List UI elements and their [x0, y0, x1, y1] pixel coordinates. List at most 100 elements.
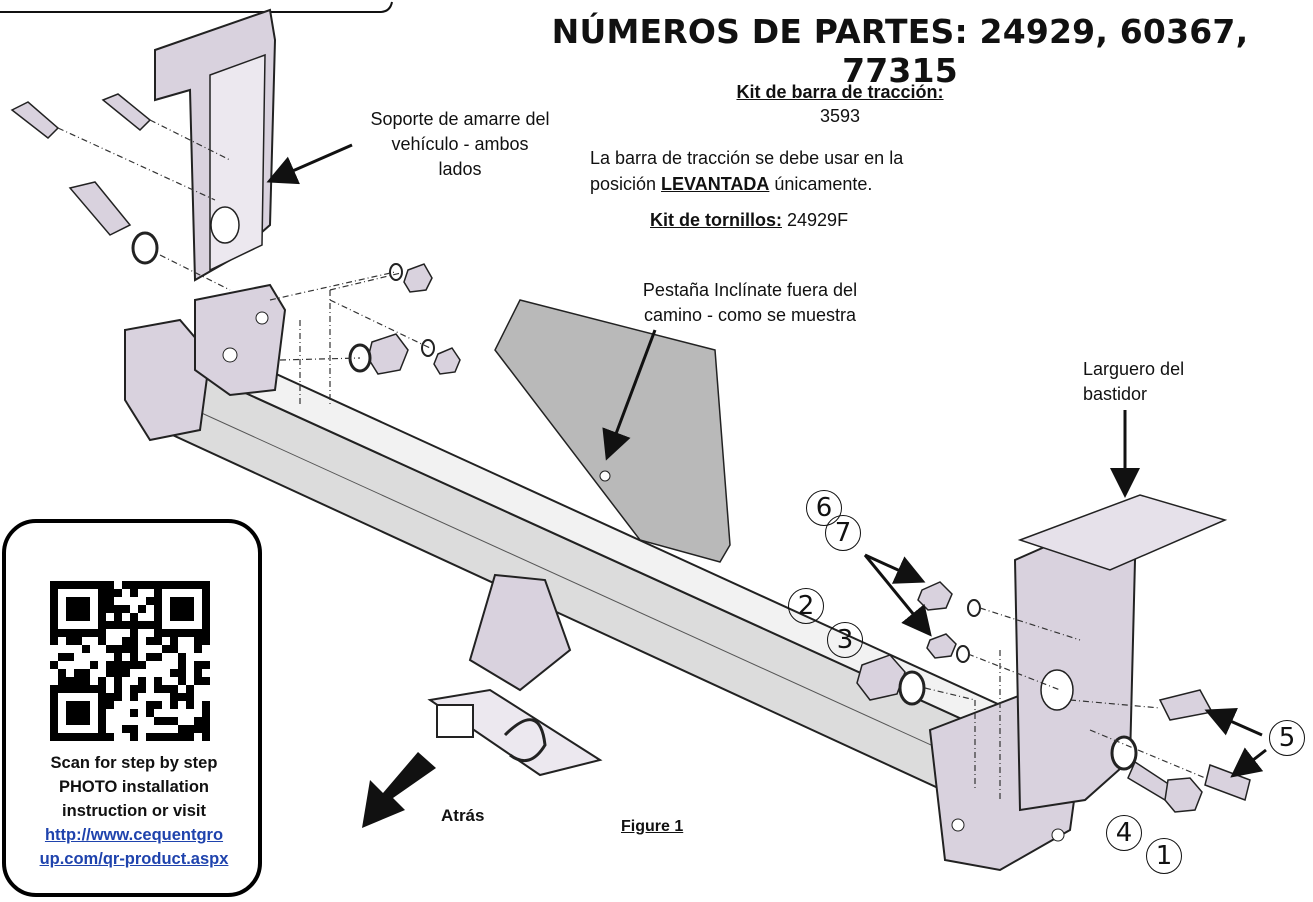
qr-module — [74, 733, 82, 741]
qr-module — [50, 717, 58, 725]
qr-module — [186, 669, 194, 677]
qr-module — [90, 645, 98, 653]
qr-module — [106, 701, 114, 709]
qr-module — [130, 621, 138, 629]
qr-module — [186, 709, 194, 717]
part-number-7: 7 — [825, 515, 861, 551]
qr-module — [170, 629, 178, 637]
qr-module — [106, 661, 114, 669]
qr-instructions: Scan for step by step PHOTO installation… — [12, 751, 256, 871]
qr-module — [98, 613, 106, 621]
qr-module — [106, 629, 114, 637]
qr-module — [154, 709, 162, 717]
qr-module — [50, 581, 58, 589]
washer-right — [1110, 735, 1138, 771]
qr-module — [130, 613, 138, 621]
tiedown-line-3: lados — [438, 159, 482, 179]
tab-hole — [599, 470, 611, 482]
qr-module — [138, 661, 146, 669]
qr-module — [82, 685, 90, 693]
qr-module — [74, 661, 82, 669]
qr-module — [178, 629, 186, 637]
qr-module — [178, 653, 186, 661]
qr-module — [106, 685, 114, 693]
qr-module — [162, 677, 170, 685]
qr-module — [154, 581, 162, 589]
qr-module — [82, 717, 90, 725]
qr-module — [162, 621, 170, 629]
part-number-3: 3 — [827, 622, 863, 658]
qr-module — [154, 661, 162, 669]
qr-module — [58, 597, 66, 605]
qr-module — [58, 677, 66, 685]
qr-module — [130, 669, 138, 677]
qr-module — [90, 597, 98, 605]
qr-link-line-2[interactable]: up.com/qr-product.aspx — [39, 850, 229, 868]
qr-module — [202, 645, 210, 653]
qr-module — [146, 685, 154, 693]
qr-code[interactable] — [50, 581, 210, 741]
qr-module — [178, 717, 186, 725]
qr-module — [50, 661, 58, 669]
qr-module — [186, 621, 194, 629]
qr-module — [122, 733, 130, 741]
left-end-plate — [124, 318, 212, 442]
carriage-bolt-large — [1127, 760, 1171, 802]
qr-module — [138, 669, 146, 677]
qr-module — [178, 605, 186, 613]
qr-module — [66, 685, 74, 693]
qr-module — [58, 621, 66, 629]
qr-module — [58, 725, 66, 733]
qr-module — [114, 645, 122, 653]
qr-module — [202, 581, 210, 589]
qr-module — [154, 677, 162, 685]
qr-module — [194, 685, 202, 693]
qr-module — [58, 613, 66, 621]
qr-module — [146, 693, 154, 701]
qr-module — [50, 645, 58, 653]
qr-module — [138, 701, 146, 709]
qr-module — [50, 725, 58, 733]
qr-module — [186, 589, 194, 597]
figure-caption: Figure 1 — [621, 818, 684, 835]
qr-module — [66, 581, 74, 589]
qr-module — [106, 597, 114, 605]
qr-module — [138, 605, 146, 613]
qr-module — [58, 661, 66, 669]
qr-module — [66, 669, 74, 677]
qr-module — [98, 677, 106, 685]
qr-module — [138, 685, 146, 693]
qr-module — [82, 725, 90, 733]
qr-module — [146, 621, 154, 629]
qr-module — [74, 669, 82, 677]
qr-module — [106, 677, 114, 685]
qr-module — [74, 685, 82, 693]
qr-module — [98, 605, 106, 613]
qr-module — [58, 637, 66, 645]
qr-module — [202, 709, 210, 717]
qr-module — [66, 653, 74, 661]
qr-module — [186, 661, 194, 669]
qr-module — [170, 701, 178, 709]
qr-module — [170, 653, 178, 661]
qr-module — [194, 717, 202, 725]
qr-module — [202, 725, 210, 733]
qr-link-line-1[interactable]: http://www.cequentgro — [44, 826, 224, 844]
qr-module — [130, 597, 138, 605]
qr-module — [130, 677, 138, 685]
qr-module — [146, 669, 154, 677]
qr-module — [90, 621, 98, 629]
qr-module — [162, 629, 170, 637]
qr-module — [114, 725, 122, 733]
qr-module — [154, 653, 162, 661]
receiver-opening — [436, 704, 474, 738]
qr-module — [154, 725, 162, 733]
qr-module — [90, 693, 98, 701]
qr-module — [90, 637, 98, 645]
qr-module — [130, 581, 138, 589]
qr-module — [106, 725, 114, 733]
qr-module — [194, 605, 202, 613]
qr-module — [162, 613, 170, 621]
qr-module — [82, 709, 90, 717]
assembly-lines — [57, 119, 1211, 800]
